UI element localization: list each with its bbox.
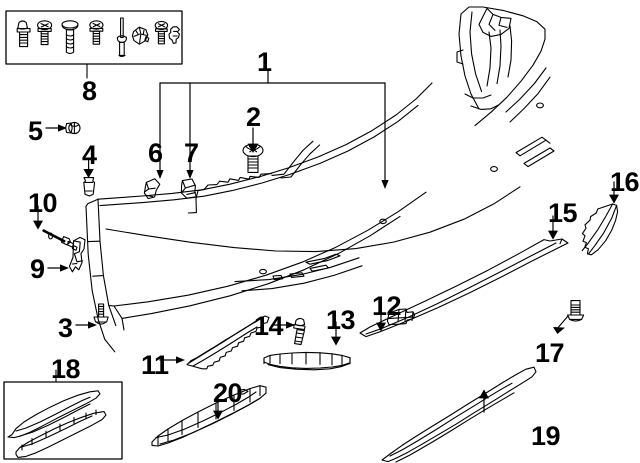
lower-trim-right: [381, 366, 537, 463]
callout-19: 19: [531, 421, 561, 451]
arrowhead-1: [381, 180, 389, 189]
lower-trim-left: [159, 315, 270, 370]
callout-14: 14: [254, 311, 284, 341]
clip-plate: [376, 308, 416, 332]
bracket-part-1: [159, 69, 386, 183]
rear-bumper-cover: [48, 82, 521, 353]
callout-18: 18: [51, 354, 81, 384]
bolt-small: [75, 303, 109, 329]
callout-1: 1: [257, 47, 272, 77]
callout-15: 15: [548, 198, 578, 228]
callout-8: 8: [82, 76, 97, 106]
callout-2: 2: [246, 102, 261, 132]
retainer-round: [45, 121, 81, 135]
callout-9: 9: [30, 254, 45, 284]
screw-cross-head: [242, 127, 264, 173]
callout-10: 10: [28, 188, 58, 218]
callout-12: 12: [372, 291, 402, 321]
callout-16: 16: [610, 167, 640, 197]
callout-20: 20: [213, 378, 243, 408]
step-pad-kit-box: [3, 369, 123, 460]
callout-5: 5: [28, 116, 43, 146]
fastener-expansion-nut: [168, 26, 180, 44]
bolt-flange: [271, 317, 306, 346]
arrowhead-7: [186, 170, 194, 179]
end-cap-right: [581, 181, 619, 256]
fastener-torx-screw: [154, 20, 169, 45]
fastener-washer-head-screw: [37, 20, 53, 46]
quarter-panel-right: [456, 6, 555, 172]
callout-13: 13: [326, 305, 356, 335]
arrowhead-6: [156, 170, 164, 179]
callout-6: 6: [148, 138, 163, 168]
callout-17: 17: [535, 338, 565, 368]
fastener-flange-bolt: [16, 20, 31, 48]
bolt-hex: [553, 300, 585, 334]
callout-3: 3: [58, 313, 73, 343]
bracket-left-lower: [180, 178, 197, 199]
fastener-kit-box: [5, 10, 183, 65]
callout-4: 4: [82, 140, 97, 170]
fastener-push-pin-rivet: [116, 17, 127, 58]
fastener-hex-flange-screw: [89, 20, 104, 45]
side-bracket: [47, 236, 86, 273]
callout-11: 11: [141, 350, 169, 380]
reinforcement-bar: [359, 215, 569, 338]
fastener-pan-head-screw: [61, 20, 79, 54]
step-pad-assembly: [151, 385, 267, 447]
callout-7: 7: [184, 138, 199, 168]
stud-long: [33, 205, 78, 251]
fastener-ratchet-clip: [131, 26, 150, 45]
lower-valance-center: [263, 321, 351, 371]
clip-tapered: [83, 157, 96, 197]
